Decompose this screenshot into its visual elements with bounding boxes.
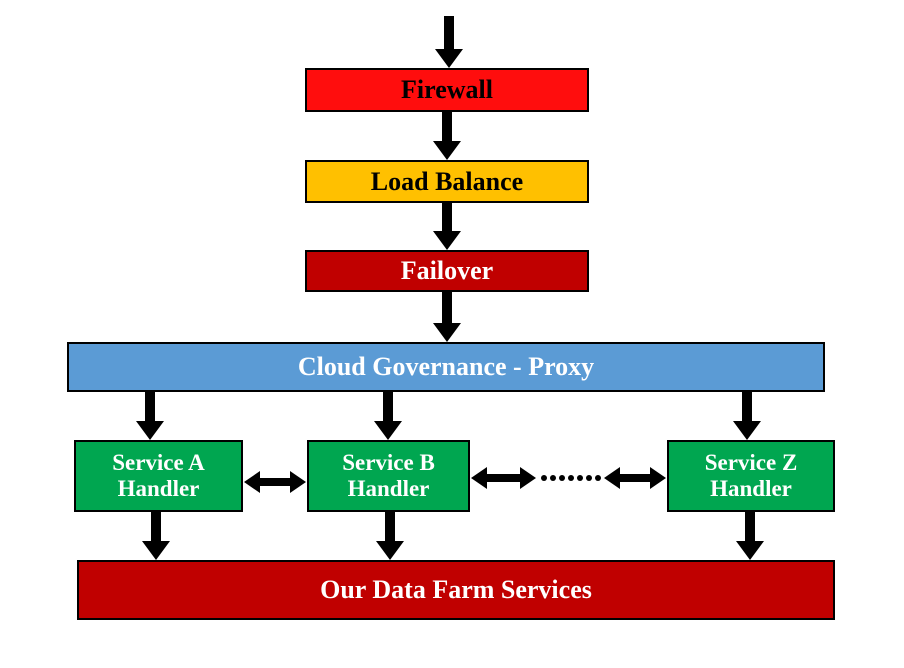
load-balance-node: Load Balance	[305, 160, 589, 203]
arrow-cloud-to-service-z-icon	[733, 392, 761, 440]
firewall-label: Firewall	[401, 75, 493, 105]
data-farm-services-label: Our Data Farm Services	[320, 575, 592, 605]
service-b-line2: Handler	[347, 476, 430, 501]
data-farm-services-node: Our Data Farm Services	[77, 560, 835, 620]
arrow-failover-to-cloud-governance-icon	[433, 292, 461, 342]
arrow-cloud-to-service-a-icon	[136, 392, 164, 440]
entry-arrow	[435, 16, 463, 68]
service-b-line1: Service B	[342, 449, 435, 475]
arrow-cloud-to-service-b-icon	[374, 392, 402, 440]
service-a-handler-node: Service A Handler	[74, 440, 243, 512]
load-balance-label: Load Balance	[370, 166, 524, 196]
service-b-handler-label: Service B Handler	[342, 450, 435, 503]
service-a-line1: Service A	[112, 449, 205, 475]
failover-label: Failover	[400, 256, 494, 286]
service-z-handler-label: Service Z Handler	[705, 450, 798, 503]
service-z-line1: Service Z	[704, 449, 798, 475]
arrow-load-balance-to-failover-icon	[433, 203, 461, 250]
double-arrow-service-b-ellipsis-z-icon	[471, 467, 666, 489]
arrow-service-a-to-data-farm-icon	[142, 512, 170, 560]
service-z-handler-node: Service Z Handler	[667, 440, 835, 512]
service-b-handler-node: Service B Handler	[307, 440, 470, 512]
firewall-node: Firewall	[305, 68, 589, 112]
service-a-line2: Handler	[117, 476, 200, 501]
arrow-service-z-to-data-farm-icon	[736, 512, 764, 560]
double-arrow-service-a-to-b-icon	[244, 471, 306, 493]
arrow-firewall-to-load-balance-icon	[433, 112, 461, 160]
service-z-line2: Handler	[710, 476, 792, 501]
failover-node: Failover	[305, 250, 589, 292]
service-a-handler-label: Service A Handler	[112, 450, 205, 503]
arrow-service-b-to-data-farm-icon	[376, 512, 404, 560]
cloud-governance-proxy-node: Cloud Governance - Proxy	[67, 342, 825, 392]
cloud-governance-proxy-label: Cloud Governance - Proxy	[297, 352, 595, 382]
